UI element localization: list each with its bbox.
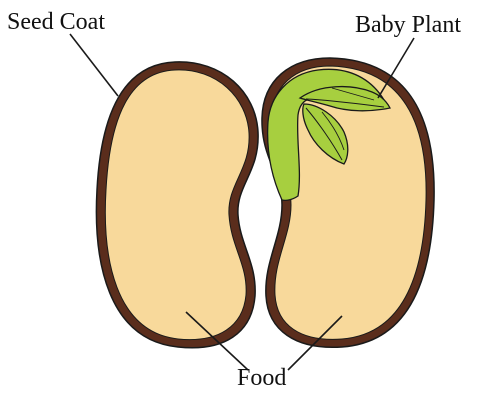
label-food: Food <box>237 366 286 390</box>
label-seed-coat: Seed Coat <box>7 10 105 34</box>
left-cotyledon <box>96 62 258 348</box>
left-food <box>105 70 249 340</box>
leader-seed-coat <box>70 34 118 96</box>
label-baby-plant: Baby Plant <box>355 13 461 37</box>
